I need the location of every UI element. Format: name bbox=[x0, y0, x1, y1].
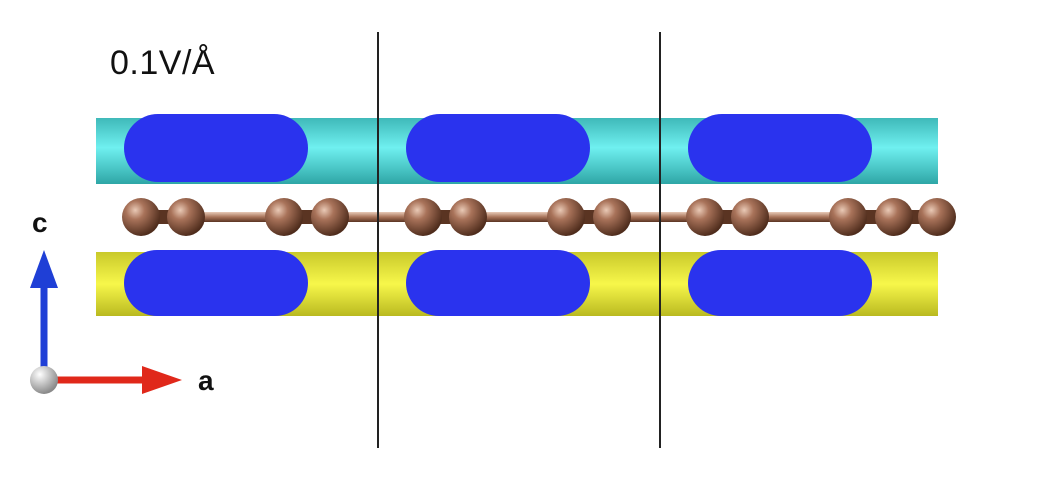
atom-chain bbox=[122, 198, 956, 236]
atom bbox=[311, 198, 349, 236]
density-cross-section-bottom bbox=[688, 250, 872, 316]
unit-cell-boundaries bbox=[377, 32, 661, 448]
atom bbox=[265, 198, 303, 236]
atom bbox=[686, 198, 724, 236]
atom bbox=[167, 198, 205, 236]
axis-origin-sphere bbox=[30, 366, 58, 394]
density-cross-section-bottom bbox=[124, 250, 308, 316]
atom bbox=[829, 198, 867, 236]
atom bbox=[449, 198, 487, 236]
density-cross-section-bottom bbox=[406, 250, 590, 316]
density-cross-section-top bbox=[406, 114, 590, 182]
density-cross-section-top bbox=[124, 114, 308, 182]
atom bbox=[122, 198, 160, 236]
atom bbox=[593, 198, 631, 236]
atom bbox=[731, 198, 769, 236]
a-axis-arrowhead bbox=[142, 366, 182, 394]
isosurface-top-layer bbox=[96, 114, 938, 184]
density-cross-section-top bbox=[688, 114, 872, 182]
a-axis-label: a bbox=[198, 365, 214, 396]
atom bbox=[404, 198, 442, 236]
field-strength-label: 0.1V/Å bbox=[110, 44, 216, 82]
atom bbox=[918, 198, 956, 236]
axis-indicator: c a bbox=[30, 207, 214, 396]
c-axis-label: c bbox=[32, 207, 48, 238]
isosurface-bottom-layer bbox=[96, 250, 938, 316]
bond-chain bbox=[141, 212, 937, 222]
c-axis-arrowhead bbox=[30, 250, 58, 288]
atom bbox=[875, 198, 913, 236]
atom bbox=[547, 198, 585, 236]
